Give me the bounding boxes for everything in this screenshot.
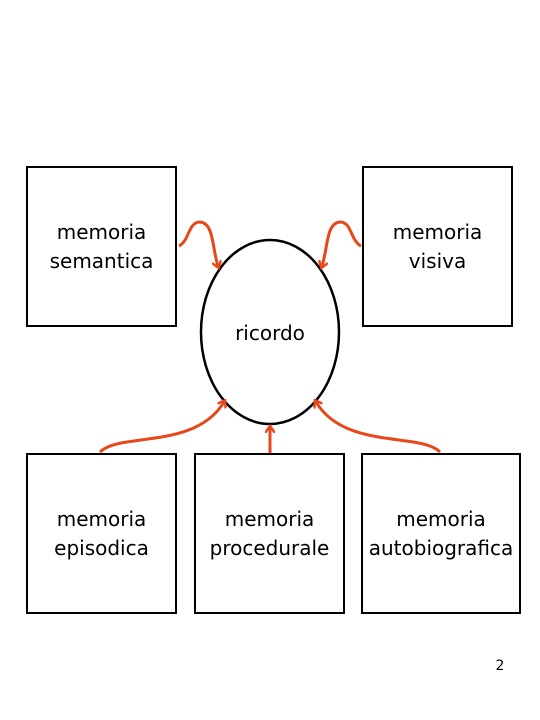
node-memoria-visiva: memoria visiva (362, 166, 513, 327)
center-label: ricordo (235, 321, 305, 345)
page-number: 2 (495, 658, 505, 674)
node-label: memoria autobiografica (368, 506, 514, 560)
arrow-visiva-to-ricordo (322, 220, 362, 266)
node-memoria-episodica: memoria episodica (26, 453, 177, 614)
node-memoria-semantica: memoria semantica (26, 166, 177, 327)
node-memoria-procedurale: memoria procedurale (194, 453, 345, 614)
node-label: memoria visiva (392, 219, 483, 273)
node-label: memoria semantica (49, 219, 154, 273)
node-label: memoria episodica (54, 506, 149, 560)
node-memoria-autobiografica: memoria autobiografica (361, 453, 521, 614)
arrow-semantica-to-ricordo (178, 220, 218, 266)
arrow-autobiografica-to-ricordo (316, 402, 442, 454)
node-label: memoria procedurale (209, 506, 330, 560)
arrow-episodica-to-ricordo (98, 402, 224, 454)
